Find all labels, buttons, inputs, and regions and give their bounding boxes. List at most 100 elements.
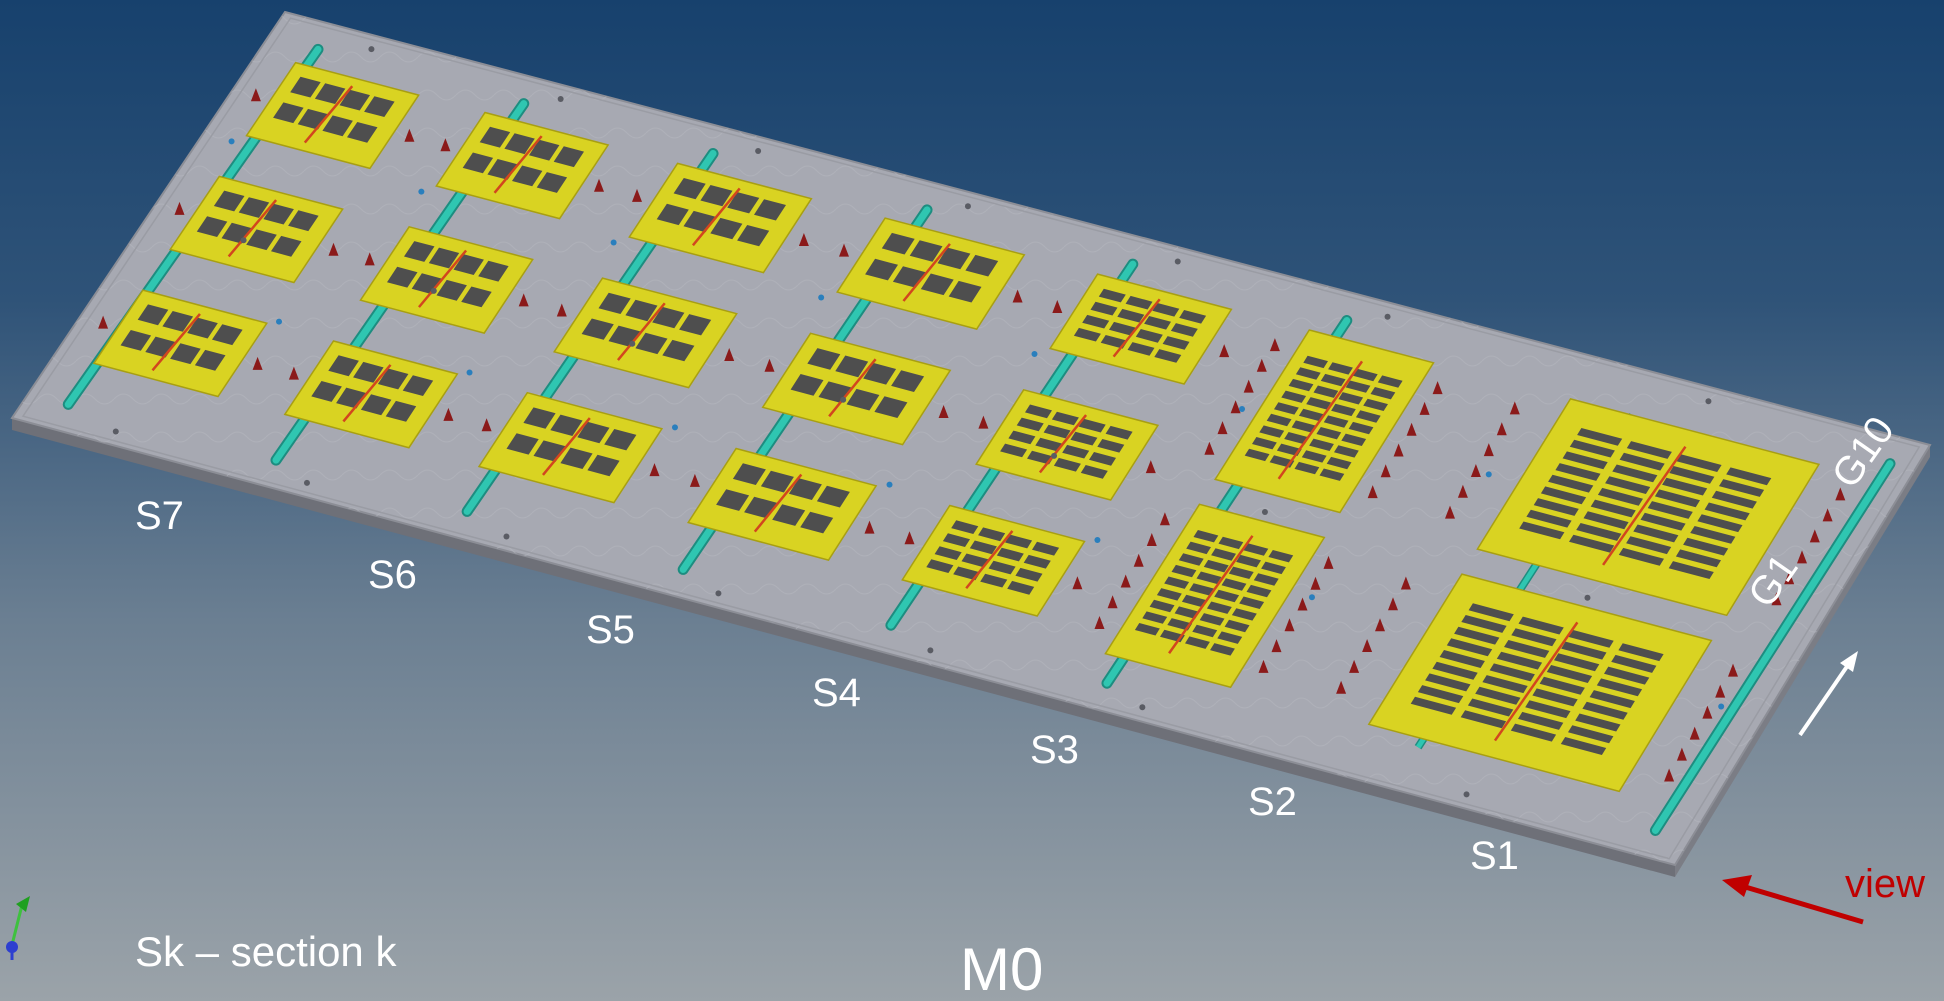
sensor-chip	[961, 553, 989, 568]
sensor-chip	[1100, 335, 1128, 349]
module-centerline	[828, 358, 877, 418]
red-marker	[1336, 680, 1347, 694]
sensor-chip	[1082, 314, 1110, 329]
red-marker	[252, 356, 263, 370]
plate-marker	[1031, 351, 1038, 358]
sensor-chip	[1370, 387, 1396, 400]
module-centerline	[1038, 414, 1088, 474]
plate-marker	[1718, 703, 1725, 710]
plate-marker	[886, 481, 893, 488]
sensor-chip	[1345, 380, 1371, 393]
red-marker	[1072, 576, 1083, 590]
sensor-chip	[1618, 643, 1664, 662]
sensor-chip	[1589, 690, 1635, 709]
sensor-chip	[529, 139, 560, 161]
sensor-chip	[965, 254, 999, 277]
sensor-chip	[360, 394, 392, 416]
sensor-chip	[1519, 521, 1565, 540]
sensor-chip	[1575, 713, 1621, 732]
module-centerline	[493, 135, 543, 194]
sensor-chip	[1569, 534, 1615, 553]
red-marker	[1445, 505, 1455, 519]
sensor-chip	[1568, 725, 1614, 744]
sensor-chip	[428, 247, 460, 269]
sensor-chip	[662, 339, 695, 362]
red-marker	[1052, 300, 1063, 313]
red-marker	[1243, 379, 1254, 393]
sensor-chip	[1268, 550, 1294, 563]
sensor-chip	[1244, 448, 1270, 462]
sensor-chip	[587, 454, 620, 477]
sensor-chip	[1125, 295, 1153, 310]
sensor-chip	[1582, 701, 1628, 720]
red-marker	[1323, 555, 1334, 569]
sensor-chip	[1596, 678, 1643, 697]
sensor-chip	[1189, 583, 1215, 596]
red-marker	[1470, 464, 1481, 477]
sensor-chip	[1410, 696, 1457, 715]
sensor-chip	[1005, 534, 1033, 549]
plate-side-edge	[1675, 445, 1930, 877]
sensor-chip	[1323, 415, 1349, 428]
section-label-s4: S4	[812, 671, 861, 715]
rail	[1651, 460, 1894, 834]
red-marker	[1284, 618, 1295, 632]
plate-marker	[1261, 509, 1268, 515]
module-centerline	[965, 530, 1014, 590]
sensor-chip	[1489, 663, 1535, 682]
red-marker	[1509, 401, 1520, 415]
sensor-chip	[1467, 698, 1514, 717]
sensor-chip	[1294, 461, 1320, 475]
sensor-chip	[1726, 467, 1772, 486]
sensor-chip	[1468, 603, 1514, 622]
plate-marker	[1463, 791, 1470, 798]
plate-border	[21, 17, 1921, 860]
sensor-chip	[1053, 457, 1081, 472]
plate-marker	[1584, 594, 1591, 601]
sensor-chip	[1186, 541, 1211, 555]
sensor-chip	[978, 527, 1006, 542]
red-marker	[864, 520, 875, 534]
sensor-chip	[1105, 425, 1133, 440]
red-marker	[98, 315, 109, 329]
plate-marker	[818, 294, 825, 301]
sensor-chip	[1236, 554, 1261, 568]
module-centerline	[1168, 535, 1254, 654]
sensor-chip	[1179, 310, 1207, 324]
figure-title: M0	[960, 936, 1044, 1001]
red-marker	[1230, 400, 1241, 414]
sensor-chip	[1532, 688, 1578, 707]
plate-marker	[840, 396, 847, 403]
sensor-chip	[790, 374, 824, 396]
sensor-chip	[1377, 375, 1403, 388]
sensor-chip	[436, 279, 467, 301]
sensor-chip	[951, 520, 979, 534]
axis-origin	[6, 941, 18, 953]
sensor-chip	[1460, 710, 1507, 729]
module-pad	[1367, 573, 1713, 793]
sensor-chip	[1690, 526, 1736, 544]
sensor-chip	[937, 247, 971, 270]
sensor-chip	[1719, 479, 1765, 497]
sensor-chip	[1080, 465, 1108, 479]
sensor-chip	[1439, 650, 1485, 668]
sensor-chip	[1525, 700, 1571, 719]
sensor-chip	[385, 400, 417, 422]
sensor-chip	[732, 463, 766, 485]
red-marker	[1012, 289, 1023, 303]
sensor-chip	[462, 152, 494, 174]
sensor-chip	[1181, 594, 1207, 608]
module-centerline	[342, 364, 392, 423]
sensor-chip	[988, 560, 1016, 575]
sensor-chip	[1341, 433, 1367, 446]
sensor-chip	[934, 546, 962, 560]
sensor-chip	[1461, 615, 1507, 633]
sensor-chip	[1348, 421, 1374, 435]
sensor-chip	[1291, 420, 1317, 433]
sensor-chip	[1654, 489, 1700, 508]
sensor-chip	[625, 299, 658, 322]
sensor-chip	[1454, 626, 1500, 645]
sensor-chip	[1170, 323, 1198, 337]
sensor-chip	[1533, 498, 1579, 516]
